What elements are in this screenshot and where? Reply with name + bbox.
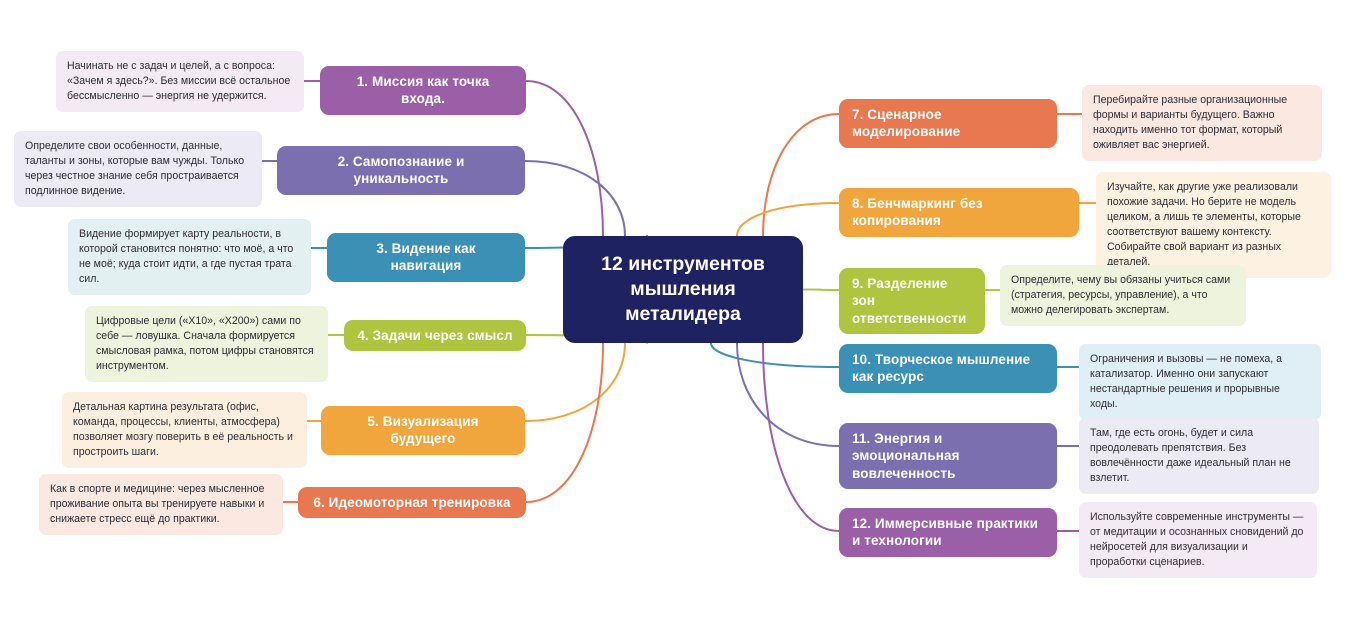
branch-node-label: 4. Задачи через смысл [357,328,513,343]
connector-line [762,113,840,237]
branch-description-text: Цифровые цели («X10», «X200») сами по се… [96,315,314,373]
connector-line [525,342,604,503]
branch-description-text: Перебирайте разные организационные формы… [1093,94,1288,152]
branch-node-11[interactable]: 11. Энергия и эмоциональная вовлеченност… [839,423,1057,489]
branch-description-text: Изучайте, как другие уже реализовали пох… [1107,181,1301,269]
connector-line [802,288,840,291]
branch-description-text: Там, где есть огонь, будет и сила преодо… [1090,427,1291,485]
branch-description-10: Ограничения и вызовы — не помеха, а ката… [1079,344,1321,421]
branch-description-text: Как в спорте и медицине: через мысленное… [50,483,265,526]
branch-description-8: Изучайте, как другие уже реализовали пох… [1096,172,1331,279]
branch-description-9: Определите, чему вы обязаны учиться сами… [1000,265,1246,327]
branch-node-label: 9. Разделение зон ответственности [852,276,967,326]
branch-node-label: 5. Визуализация будущего [367,414,479,447]
branch-node-7[interactable]: 7. Сценарное моделирование [839,99,1057,148]
branch-description-text: Детальная картина результата (офис, кома… [73,401,293,459]
branch-node-label: 10. Творческое мышление как ресурс [852,352,1031,385]
branch-node-label: 11. Энергия и эмоциональная вовлеченност… [852,431,960,481]
branch-node-label: 8. Бенчмаркинг без копирования [852,196,983,229]
connector-line [736,202,840,237]
branch-node-9[interactable]: 9. Разделение зон ответственности [839,268,985,334]
connector-line [525,80,604,237]
branch-description-1: Начинать не с задач и целей, а с вопроса… [56,51,304,113]
branch-node-label: 7. Сценарное моделирование [852,107,961,140]
connector-line [524,160,626,237]
connector-line [524,342,626,422]
branch-description-12: Используйте современные инструменты — от… [1079,502,1317,579]
branch-description-4: Цифровые цели («X10», «X200») сами по се… [85,306,328,383]
branch-node-label: 12. Иммерсивные практики и технологии [852,516,1039,549]
branch-description-6: Как в спорте и медицине: через мысленное… [39,474,283,536]
branch-node-12[interactable]: 12. Иммерсивные практики и технологии [839,508,1057,557]
branch-description-text: Используйте современные инструменты — от… [1090,511,1304,569]
branch-node-label: 6. Идеомоторная тренировка [313,495,511,510]
branch-node-label: 3. Видение как навигация [376,241,476,274]
branch-description-3: Видение формирует карту реальности, в ко… [68,219,311,296]
central-topic-label: 12 инструментов мышления металидера [601,253,765,325]
branch-node-6[interactable]: 6. Идеомоторная тренировка [298,487,526,519]
connector-line [710,342,840,368]
branch-node-4[interactable]: 4. Задачи через смысл [344,320,526,352]
branch-description-text: Видение формирует карту реальности, в ко… [79,228,294,286]
branch-node-label: 2. Самопознание и уникальность [337,154,465,187]
branch-node-1[interactable]: 1. Миссия как точка входа. [320,66,526,115]
branch-description-2: Определите свои особенности, данные, тал… [14,131,262,208]
branch-node-5[interactable]: 5. Визуализация будущего [321,406,525,455]
branch-description-5: Детальная картина результата (офис, кома… [62,392,307,469]
branch-description-text: Начинать не с задач и целей, а с вопроса… [67,60,291,103]
branch-node-8[interactable]: 8. Бенчмаркинг без копирования [839,188,1079,237]
branch-node-label: 1. Миссия как точка входа. [356,74,490,107]
branch-node-10[interactable]: 10. Творческое мышление как ресурс [839,344,1057,393]
branch-description-text: Определите, чему вы обязаны учиться сами… [1011,274,1231,317]
connector-line [762,342,840,532]
branch-description-7: Перебирайте разные организационные формы… [1082,85,1322,162]
branch-node-3[interactable]: 3. Видение как навигация [327,233,525,282]
branch-node-2[interactable]: 2. Самопознание и уникальность [277,146,525,195]
branch-description-11: Там, где есть огонь, будет и сила преодо… [1079,418,1319,495]
connector-line [736,342,840,447]
branch-description-text: Ограничения и вызовы — не помеха, а ката… [1090,353,1283,411]
central-topic-node[interactable]: 12 инструментов мышления металидера [563,236,803,343]
branch-description-text: Определите свои особенности, данные, тал… [25,140,245,198]
